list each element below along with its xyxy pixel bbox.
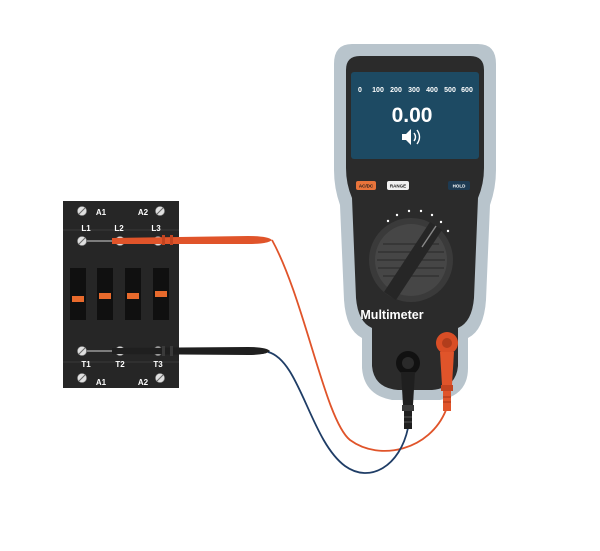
pole-contact xyxy=(97,268,113,320)
hold-button-label: HOLD xyxy=(453,184,466,189)
dial-position-dots xyxy=(386,209,450,233)
speaker-icon xyxy=(402,129,421,145)
red-probe[interactable] xyxy=(87,235,272,245)
line-label-l1: L1 xyxy=(81,224,91,233)
display-screen xyxy=(351,72,479,159)
multimeter: 0 100 200 300 400 500 600 0.00 AC/DC RAN… xyxy=(334,44,496,400)
range-button-label: RANGE xyxy=(390,184,406,189)
mode-button[interactable]: AC/DC xyxy=(356,181,376,190)
scale-tick-label: 100 xyxy=(372,87,384,94)
scale-tick-label: 600 xyxy=(461,87,473,94)
scale-tick-label: 200 xyxy=(390,87,402,94)
mode-button-label: AC/DC xyxy=(359,184,374,189)
black-banana-plug xyxy=(401,372,415,429)
display-scale: 0 100 200 300 400 500 600 xyxy=(358,87,473,94)
rotary-dial[interactable] xyxy=(369,209,453,302)
scale-tick-label: 0 xyxy=(358,87,362,94)
coil-label-a1-bottom: A1 xyxy=(96,378,107,387)
range-button[interactable]: RANGE xyxy=(387,181,409,190)
contactor: A1 A2 L1 L2 L3 xyxy=(63,201,179,388)
terminal-screw xyxy=(77,346,87,356)
v-ohm-jack[interactable] xyxy=(436,332,458,354)
coil-label-a1-top: A1 xyxy=(96,208,107,217)
coil-label-a2-top: A2 xyxy=(138,208,149,217)
load-label-t3: T3 xyxy=(153,360,163,369)
load-label-t2: T2 xyxy=(115,360,125,369)
terminal-screw xyxy=(155,373,165,383)
terminal-screw xyxy=(155,206,165,216)
load-label-t1: T1 xyxy=(81,360,91,369)
scale-tick-label: 500 xyxy=(444,87,456,94)
line-label-l3: L3 xyxy=(151,224,161,233)
scale-tick-label: 400 xyxy=(426,87,438,94)
multimeter-brand: Multimeter xyxy=(360,308,423,322)
pole-contact xyxy=(125,268,141,320)
dial-pointer xyxy=(384,222,442,300)
pole-contact xyxy=(153,268,169,320)
black-probe[interactable] xyxy=(87,346,270,356)
line-label-l2: L2 xyxy=(114,224,124,233)
coil-label-a2-bottom: A2 xyxy=(138,378,149,387)
com-jack[interactable] xyxy=(396,351,420,375)
red-probe-wire xyxy=(271,239,447,452)
black-probe-wire xyxy=(267,351,409,474)
red-banana-plug xyxy=(440,352,454,411)
pole-contact xyxy=(70,268,86,320)
hold-button[interactable]: HOLD xyxy=(448,181,470,190)
terminal-screw xyxy=(77,236,87,246)
terminal-screw xyxy=(77,206,87,216)
terminal-screw xyxy=(77,373,87,383)
scale-tick-label: 300 xyxy=(408,87,420,94)
display-reading: 0.00 xyxy=(392,104,433,127)
